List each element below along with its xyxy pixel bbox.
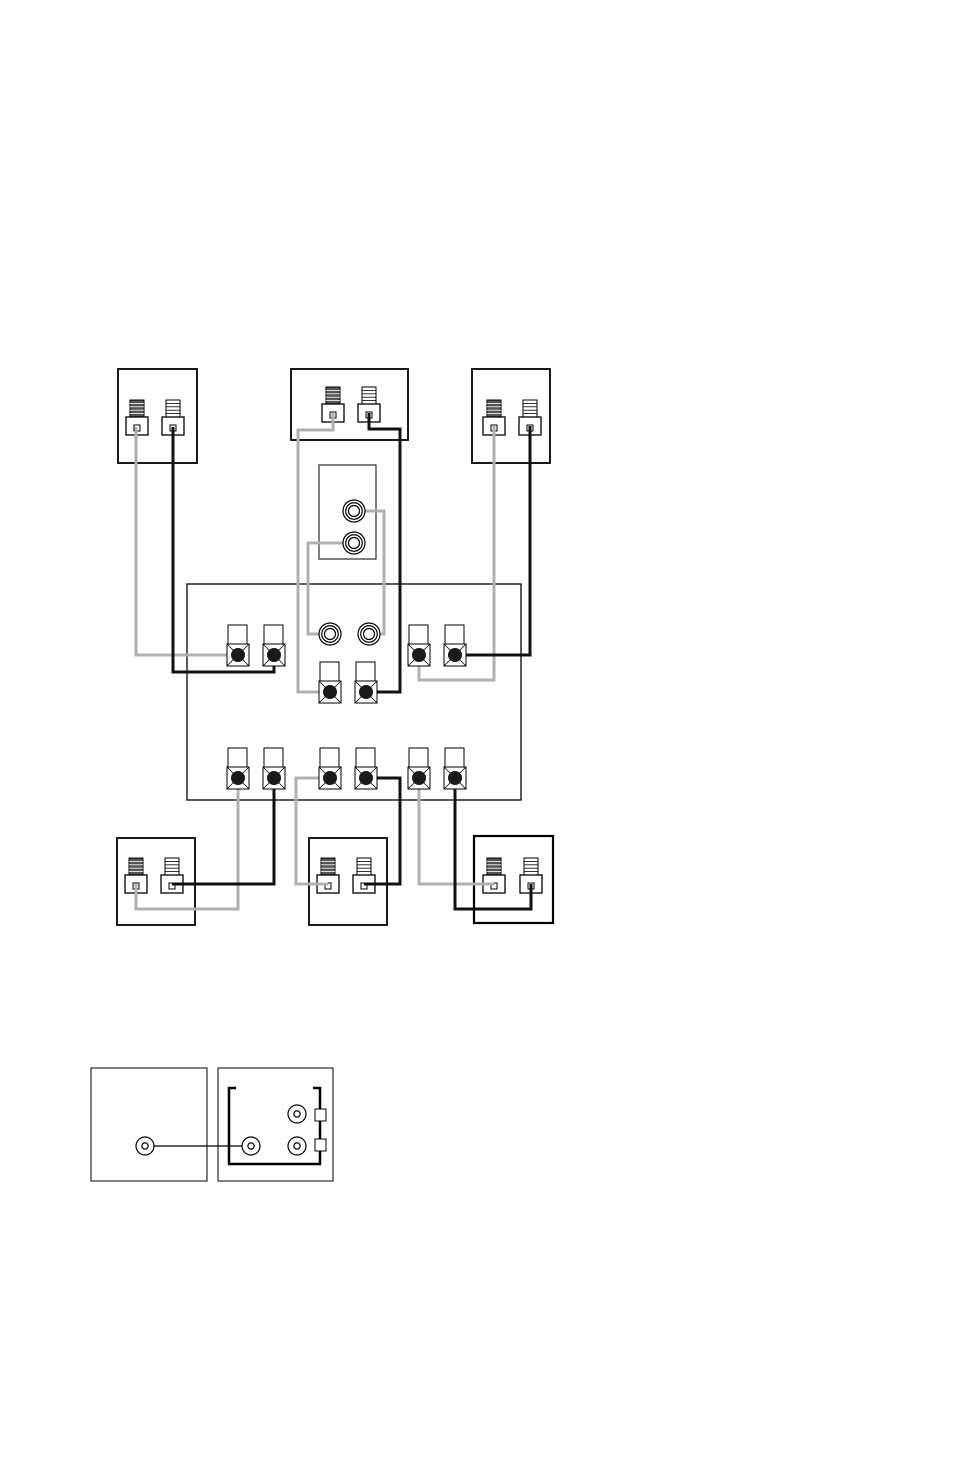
post-cap bbox=[409, 748, 428, 767]
wire-center-negative bbox=[298, 413, 333, 692]
post-knob bbox=[323, 771, 337, 785]
inset-left-jack bbox=[136, 1137, 154, 1155]
post-cap bbox=[264, 625, 283, 644]
speaker-wires bbox=[136, 413, 531, 909]
post-cap bbox=[228, 625, 247, 644]
speaker-terminal-positive bbox=[353, 858, 375, 893]
post-knob bbox=[267, 648, 281, 662]
jack-outer bbox=[288, 1137, 306, 1155]
post-center-negative bbox=[319, 662, 341, 703]
inset-right-jack-lower bbox=[288, 1137, 306, 1155]
post-surround-right-negative bbox=[408, 748, 430, 789]
post-cap bbox=[228, 748, 247, 767]
post-cap bbox=[409, 625, 428, 644]
post-surround-left-positive bbox=[263, 748, 285, 789]
terminal-cap bbox=[326, 387, 340, 404]
inset-right-jack-upper bbox=[288, 1105, 306, 1123]
speaker-cabinet bbox=[472, 369, 550, 463]
inset-switch-1 bbox=[315, 1109, 326, 1121]
front-right-speaker bbox=[472, 369, 550, 463]
speaker-terminal-negative bbox=[483, 858, 505, 893]
jack-outer bbox=[288, 1105, 306, 1123]
terminal-cap bbox=[487, 858, 501, 875]
speaker-terminal-negative bbox=[317, 858, 339, 893]
terminal-cap bbox=[165, 858, 179, 875]
terminal-cap bbox=[524, 858, 538, 875]
receiver-subwoofer-out-jack-1 bbox=[319, 623, 341, 645]
post-surround-left-negative bbox=[227, 748, 249, 789]
post-center-positive bbox=[355, 662, 377, 703]
post-knob bbox=[359, 771, 373, 785]
post-cap bbox=[320, 748, 339, 767]
post-cap bbox=[445, 748, 464, 767]
inset-left-panel bbox=[91, 1068, 207, 1181]
subwoofer-input-jack-2 bbox=[343, 532, 365, 554]
post-front-right-positive bbox=[444, 625, 466, 666]
terminal-cap bbox=[130, 400, 144, 417]
post-knob bbox=[448, 648, 462, 662]
terminal-cap bbox=[487, 400, 501, 417]
subwoofer-connection-inset bbox=[91, 1068, 333, 1181]
front-left-speaker bbox=[118, 369, 197, 463]
post-cap bbox=[264, 748, 283, 767]
inset-bracket bbox=[229, 1088, 320, 1164]
post-surround-back-negative bbox=[319, 748, 341, 789]
wire-subwoofer-line-1 bbox=[354, 511, 384, 634]
post-knob bbox=[448, 771, 462, 785]
terminals bbox=[227, 500, 466, 789]
post-knob bbox=[323, 685, 337, 699]
jack-outer bbox=[136, 1137, 154, 1155]
speaker-terminal-positive bbox=[161, 858, 183, 893]
inset-switch-2 bbox=[315, 1139, 326, 1151]
post-cap bbox=[356, 748, 375, 767]
post-knob bbox=[231, 648, 245, 662]
terminal-cap bbox=[357, 858, 371, 875]
terminal-cap bbox=[321, 858, 335, 875]
subwoofer-input-jack-1 bbox=[343, 500, 365, 522]
post-front-right-negative bbox=[408, 625, 430, 666]
post-surround-back-positive bbox=[355, 748, 377, 789]
surround-left-speaker bbox=[117, 838, 195, 925]
terminal-cap bbox=[166, 400, 180, 417]
jack-outer bbox=[242, 1137, 260, 1155]
wire-subwoofer-line-2 bbox=[308, 543, 354, 634]
post-cap bbox=[356, 662, 375, 681]
terminal-cap bbox=[129, 858, 143, 875]
post-knob bbox=[359, 685, 373, 699]
post-knob bbox=[412, 648, 426, 662]
post-surround-right-positive bbox=[444, 748, 466, 789]
terminal-cap bbox=[523, 400, 537, 417]
post-knob bbox=[412, 771, 426, 785]
post-front-left-negative bbox=[227, 625, 249, 666]
terminal-cap bbox=[362, 387, 376, 404]
receiver-subwoofer-out-jack-2 bbox=[358, 623, 380, 645]
post-cap bbox=[445, 625, 464, 644]
post-front-left-positive bbox=[263, 625, 285, 666]
post-cap bbox=[320, 662, 339, 681]
post-knob bbox=[267, 771, 281, 785]
surround-back-speaker bbox=[309, 838, 387, 925]
post-knob bbox=[231, 771, 245, 785]
inset-right-jack-main bbox=[242, 1137, 260, 1155]
